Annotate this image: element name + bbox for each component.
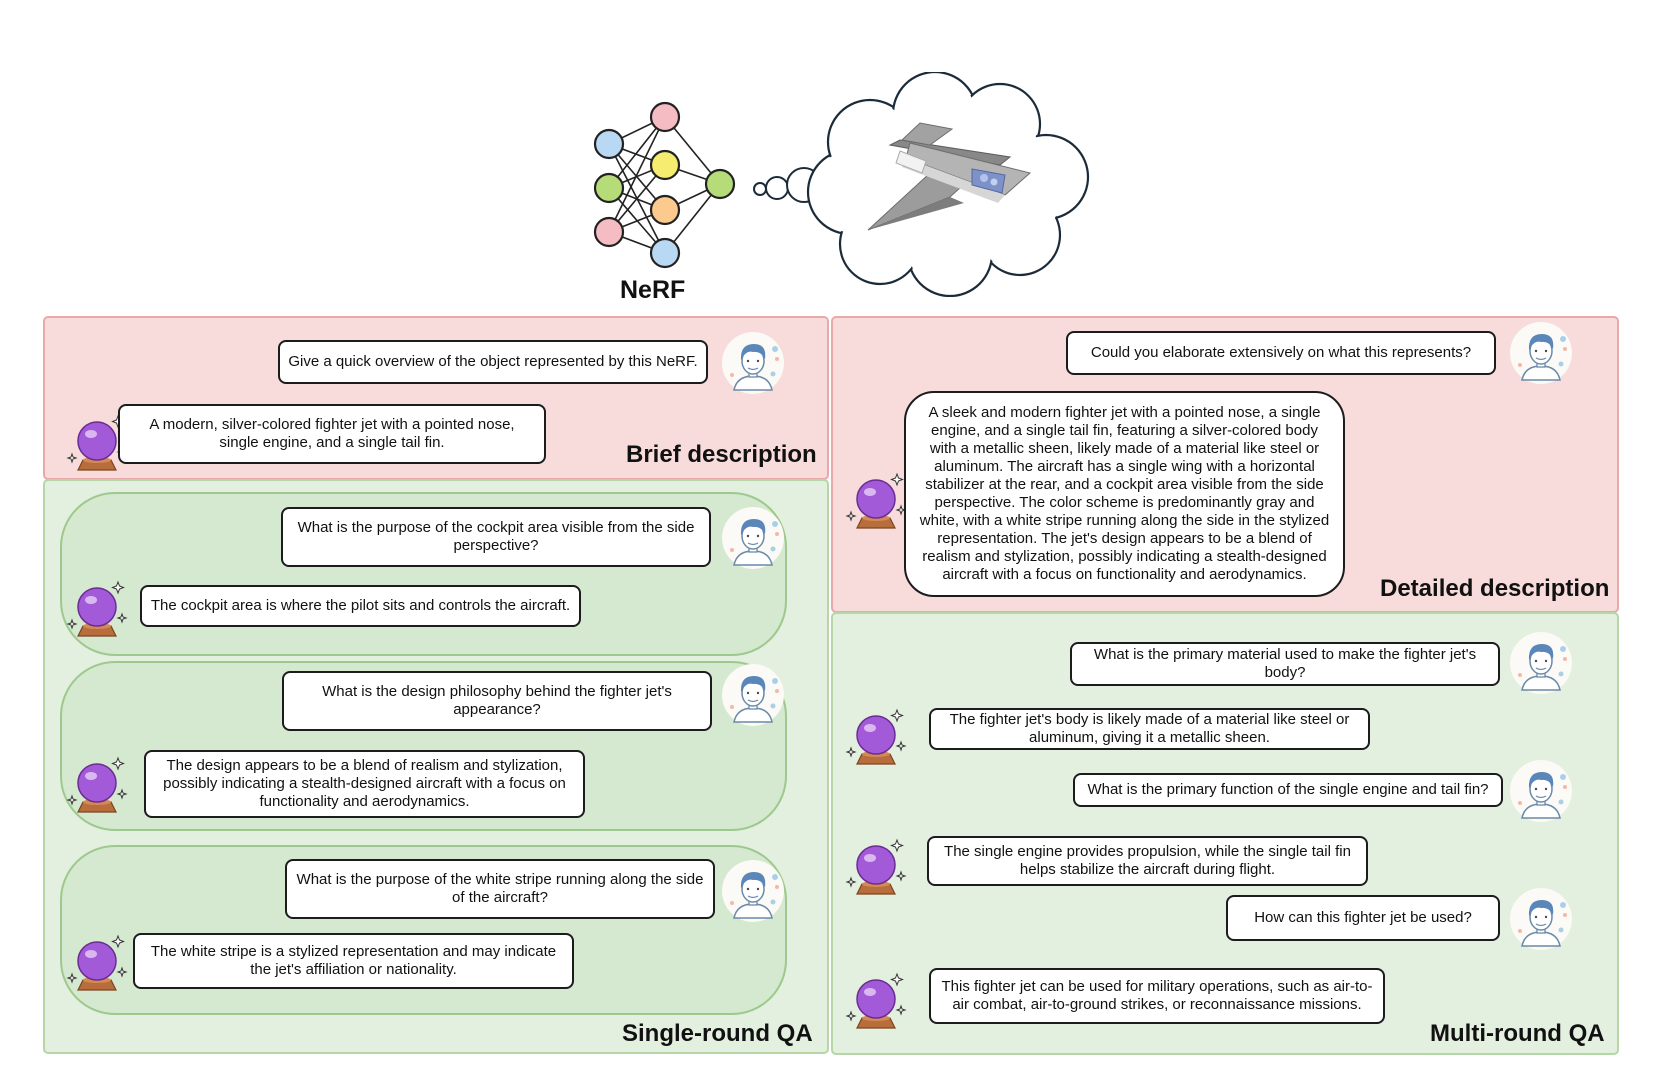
qa-question-bubble: What is the purpose of the white stripe … bbox=[285, 859, 715, 919]
multi-round-title: Multi-round QA bbox=[1430, 1020, 1605, 1047]
multi-question-bubble: How can this fighter jet be used? bbox=[1226, 895, 1500, 941]
nerf-label: NeRF bbox=[620, 276, 686, 304]
neural-network-icon bbox=[593, 101, 736, 269]
qa-question-bubble: What is the design philosophy behind the… bbox=[282, 671, 712, 731]
crystal-ball-icon bbox=[843, 832, 909, 898]
single-round-title: Single-round QA bbox=[622, 1020, 813, 1047]
user-avatar-icon bbox=[1508, 630, 1574, 696]
multi-answer-bubble: The fighter jet's body is likely made of… bbox=[929, 708, 1370, 750]
qa-answer-bubble: The design appears to be a blend of real… bbox=[144, 750, 585, 818]
crystal-ball-icon bbox=[843, 466, 909, 532]
multi-answer-bubble: The single engine provides propulsion, w… bbox=[927, 836, 1368, 886]
fighter-jet-icon bbox=[867, 122, 1032, 231]
crystal-ball-icon bbox=[843, 966, 909, 1032]
brief-answer-bubble: A modern, silver-colored fighter jet wit… bbox=[118, 404, 546, 464]
user-avatar-icon bbox=[1508, 758, 1574, 824]
multi-question-bubble: What is the primary function of the sing… bbox=[1073, 773, 1503, 807]
user-avatar-icon bbox=[1508, 886, 1574, 952]
brief-question-bubble: Give a quick overview of the object repr… bbox=[278, 340, 708, 384]
crystal-ball-icon bbox=[64, 928, 130, 994]
crystal-ball-icon bbox=[843, 702, 909, 768]
user-avatar-icon bbox=[720, 662, 786, 728]
crystal-ball-icon bbox=[64, 574, 130, 640]
crystal-ball-icon bbox=[64, 750, 130, 816]
qa-question-bubble: What is the purpose of the cockpit area … bbox=[281, 507, 711, 567]
multi-question-bubble: What is the primary material used to mak… bbox=[1070, 642, 1500, 686]
qa-answer-bubble: The white stripe is a stylized represent… bbox=[133, 933, 574, 989]
user-avatar-icon bbox=[720, 505, 786, 571]
user-avatar-icon bbox=[720, 330, 786, 396]
multi-answer-bubble: This fighter jet can be used for militar… bbox=[929, 968, 1385, 1024]
thought-cloud-icon bbox=[753, 72, 1090, 297]
detailed-answer-bubble: A sleek and modern fighter jet with a po… bbox=[904, 391, 1345, 597]
qa-answer-bubble: The cockpit area is where the pilot sits… bbox=[140, 585, 581, 627]
detailed-question-bubble: Could you elaborate extensively on what … bbox=[1066, 331, 1496, 375]
user-avatar-icon bbox=[720, 858, 786, 924]
user-avatar-icon bbox=[1508, 320, 1574, 386]
brief-description-title: Brief description bbox=[626, 441, 817, 468]
detailed-description-title: Detailed description bbox=[1380, 575, 1610, 602]
